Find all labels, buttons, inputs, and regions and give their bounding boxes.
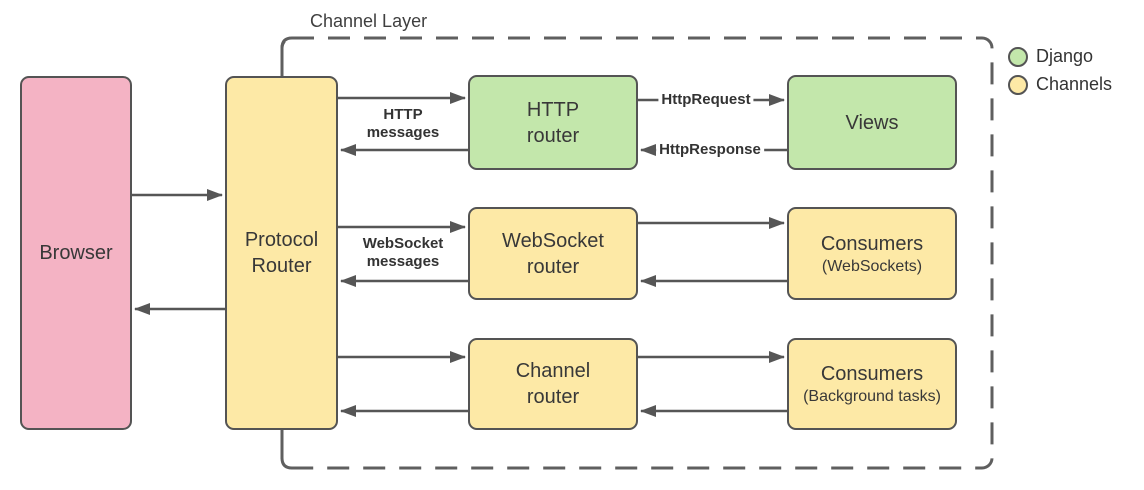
node-websocket-router-label-line2: router [526, 255, 580, 278]
node-http-router: HTTP router [468, 75, 638, 170]
legend-channels-label: Channels [1036, 74, 1113, 94]
node-websocket-router-label-line1: WebSocket [502, 229, 604, 252]
edge-label-websocket-messages: WebSocket messages [362, 235, 444, 270]
channel-layer-boundary [280, 36, 994, 470]
channels-legend-swatch-icon [1008, 74, 1028, 95]
legend-django-label: Django [1036, 46, 1094, 66]
node-protocol-router: Protocol Router [225, 76, 338, 430]
node-channel-router-label-line1: Channel [515, 360, 591, 382]
node-websocket-router: WebSocket router [468, 207, 638, 300]
node-channel-router: Channel router [468, 338, 638, 430]
node-consumers-websockets-label-line1: Consumers [820, 232, 924, 255]
channel-layer-title: Channel Layer [310, 11, 428, 31]
node-protocol-router-label-line1: Protocol [244, 229, 319, 251]
django-legend-swatch-icon [1008, 46, 1028, 67]
node-consumers-background: Consumers (Background tasks) [787, 338, 957, 430]
node-http-router-label-line1: HTTP [526, 98, 580, 121]
edge-label-http-request: HttpRequest [658, 91, 754, 109]
node-consumers-background-label-line1: Consumers [820, 363, 924, 385]
node-views-label: Views [845, 111, 899, 134]
legend: Django Channels [1008, 46, 1112, 95]
node-consumers-websockets: Consumers (WebSockets) [787, 207, 957, 300]
node-consumers-websockets-label-line2: (WebSockets) [821, 257, 923, 275]
node-consumers-background-label-line2: (Background tasks) [803, 388, 941, 405]
node-browser: Browser [20, 76, 132, 430]
node-channel-router-label-line2: router [526, 386, 580, 408]
boundary-top-left-elbow [280, 36, 305, 76]
legend-item-channels: Channels [1008, 74, 1112, 95]
node-views: Views [787, 75, 957, 170]
edge-label-http-messages: HTTP messages [366, 106, 440, 141]
legend-item-django: Django [1008, 46, 1112, 67]
node-browser-label: Browser [39, 242, 113, 264]
boundary-bottom-left-elbow [280, 429, 305, 470]
node-protocol-router-label-line2: Router [251, 255, 312, 277]
node-http-router-label-line2: router [526, 124, 580, 147]
edge-label-http-response: HttpResponse [656, 141, 764, 159]
